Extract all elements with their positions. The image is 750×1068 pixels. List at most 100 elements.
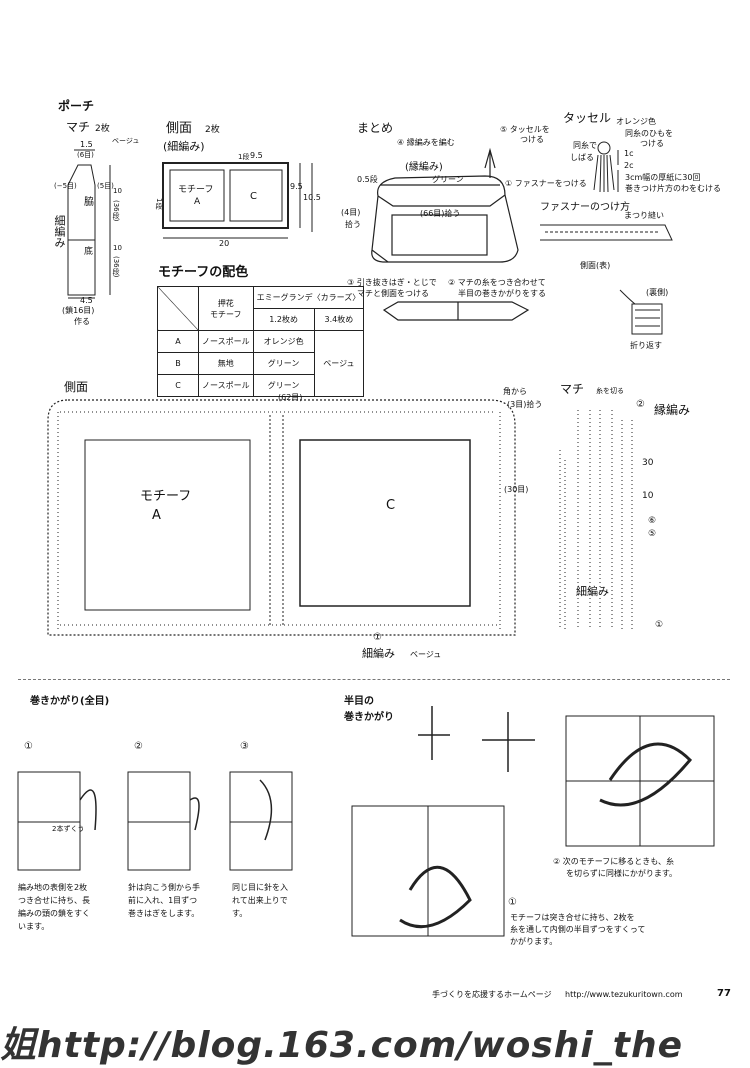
- side-big-bottom-color: ベージュ: [410, 650, 442, 659]
- tassel-l3: 3cm幅の厚紙に30回: [625, 173, 701, 182]
- color-row-v2: オレンジ色: [252, 330, 315, 353]
- zipper-title: ファスナーのつけ方: [540, 202, 630, 213]
- side-big-shape: [47, 399, 516, 636]
- color-table: 押花モチーフ エミーグランデ〈カラーズ〉 1.2枚め 3.4枚め A ノースポー…: [157, 286, 365, 397]
- gusset-small-title: マチ: [66, 120, 91, 134]
- color-row-key: C: [157, 374, 199, 397]
- gusset-dim-r2: 10: [113, 244, 122, 252]
- gusset-small-color: ベージュ: [112, 137, 140, 145]
- side-big-top: (62目): [278, 393, 303, 402]
- gusset-big-r1: ①: [655, 620, 664, 630]
- gusset-big-shape: [559, 410, 633, 630]
- side-small-w1: 9.5: [250, 151, 263, 160]
- gusset-big-fuchi: 縁編み: [654, 403, 691, 417]
- footer-link[interactable]: http://www.tezukuritown.com: [565, 990, 683, 999]
- assembly-d05: 0.5段: [357, 175, 378, 184]
- side-small-h2: 10.5: [303, 193, 321, 202]
- page-number: 77: [717, 988, 731, 999]
- assembly-n1: ① ファスナーをつける: [505, 179, 587, 188]
- section-divider: [18, 679, 730, 680]
- color-row-v1: 無地: [198, 352, 254, 375]
- side-big-right: (30目): [504, 485, 529, 494]
- whip-t2: 針は向こう側から手: [128, 883, 200, 892]
- watermark-text: 姐http://blog.163.com/woshi_the: [0, 1025, 683, 1066]
- side-small-r2: 1段: [155, 198, 163, 210]
- color-row-v2: グリーン: [252, 374, 315, 397]
- assembly-d4: (4目): [341, 208, 361, 217]
- whip-t2b: 前に入れ、1目ずつ: [128, 896, 198, 905]
- zipper-shape: [540, 224, 673, 335]
- assembly-d4b: 拾う: [345, 220, 361, 229]
- assembly-n5b: つける: [520, 135, 544, 144]
- whip-note: 2本ずくう: [52, 825, 85, 833]
- footer-text: 手づくりを応援するホームページ: [432, 990, 552, 999]
- assembly-n3b: マチと側面をつける: [357, 289, 429, 298]
- zipper-l3: (裏側): [646, 288, 669, 297]
- side-small-h1: 9.5: [290, 182, 303, 191]
- gusset-dim-r1: 10: [113, 187, 122, 195]
- tassel-l2b: しばる: [570, 153, 594, 162]
- whip-t1b: つき合せに持ち、長: [18, 896, 90, 905]
- gusset-big-r5: ⑤: [648, 529, 657, 539]
- gusset-big-n2: ②: [636, 399, 645, 410]
- tassel-color: オレンジ色: [616, 117, 656, 126]
- gusset-side-label: 細編み: [53, 215, 66, 248]
- side-small-count: 2枚: [205, 125, 220, 135]
- side-small-r1: 1段: [238, 153, 250, 161]
- tassel-title: タッセル: [563, 111, 612, 125]
- whip-title: 巻きかがり(全目): [30, 696, 110, 707]
- half-c2: ② 次のモチーフに移るときも、糸: [553, 857, 674, 866]
- color-row-v1: ノースポール: [198, 330, 254, 353]
- tassel-l2: 同糸で: [573, 141, 597, 150]
- side-big-bottom: 細編み: [362, 647, 395, 660]
- color-head-c1: 1.2枚め: [252, 308, 315, 331]
- whipstitch-swatches: [17, 771, 293, 871]
- gusset-dim-right: (5目): [97, 182, 114, 190]
- side-big-corner: 角から: [503, 387, 527, 396]
- side-small-title: 側面: [166, 121, 193, 136]
- color-head-b: モチーフ: [210, 309, 242, 319]
- gusset-big-cut: 糸を切る: [596, 387, 624, 395]
- tassel-l3b: 巻きつけ片方のわをむける: [625, 184, 721, 193]
- table-row: A ノースポール オレンジ色 ベージュ: [157, 330, 365, 397]
- whip-t3: 同じ目に針を入: [232, 883, 288, 892]
- zipper-l1: まつり縫い: [624, 211, 664, 220]
- assembly-n4: ④ 縁編みを編む: [397, 138, 455, 147]
- assembly-n5: ⑤ タッセルを: [500, 125, 550, 134]
- assembly-title: まとめ: [357, 121, 394, 135]
- side-small-motif-a: モチーフ: [178, 185, 214, 195]
- assembly-bag-shape: [371, 147, 530, 321]
- gusset-dim-left: (−5目): [54, 182, 77, 190]
- side-small-motif-c: C: [250, 191, 257, 202]
- tassel-d1: 1c: [624, 149, 634, 158]
- gusset-dim-bottom2: (鎖16目): [62, 306, 95, 315]
- color-head-c: エミーグランデ〈カラーズ〉: [252, 286, 365, 309]
- half-c1c: かがります。: [510, 937, 558, 946]
- color-row-v2: グリーン: [252, 352, 315, 375]
- color-row-v3: ベージュ: [313, 330, 365, 397]
- color-row-key: B: [157, 352, 199, 375]
- half-c2b: を切らずに同様にかがります。: [566, 869, 678, 878]
- whip-step3: ③: [240, 741, 249, 752]
- gusset-dim-bottom: 4.5: [80, 296, 93, 305]
- whip-step2: ②: [134, 741, 143, 752]
- side-big-corner2: (3目)拾う: [507, 400, 543, 409]
- pouch-title: ポーチ: [58, 99, 95, 113]
- color-head-a: 押花: [217, 298, 234, 308]
- gusset-big-title: マチ: [560, 382, 585, 396]
- gusset-dim-top2: (6目): [77, 151, 94, 159]
- half-title: 半目の: [344, 696, 374, 707]
- zipper-l2: 側面(表): [580, 261, 611, 270]
- gusset-big-r10: 10: [642, 491, 654, 501]
- gusset-small-count: 2枚: [95, 124, 110, 134]
- gusset-label-soko: 底: [84, 247, 94, 257]
- gusset-dim-top: 1.5: [80, 140, 93, 149]
- assembly-green: グリーン: [432, 175, 464, 184]
- tassel-shape: [593, 141, 619, 193]
- gusset-dim-bottom3: 作る: [74, 317, 90, 326]
- tassel-d2: 2c: [624, 161, 634, 170]
- zipper-l4: 折り返す: [630, 341, 662, 350]
- half-c1: ①: [508, 897, 517, 908]
- side-small-shape: [162, 162, 313, 239]
